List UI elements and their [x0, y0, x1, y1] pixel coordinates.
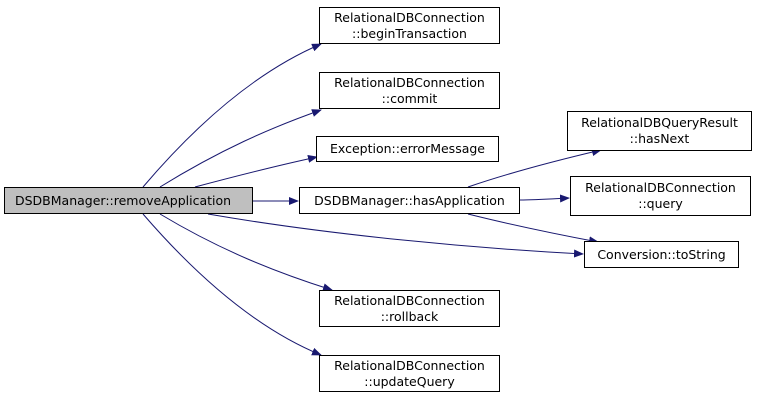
node-label-line: DSDBManager::hasApplication	[314, 192, 505, 208]
edge-hasApplication-to-query	[519, 194, 570, 203]
node-label-line: RelationalDBQueryResult	[581, 115, 738, 130]
edge-root-to-errorMessage	[194, 154, 318, 188]
node-query[interactable]: RelationalDBConnection ::query	[570, 176, 751, 216]
node-label-line: RelationalDBConnection	[585, 180, 736, 195]
node-label-line: RelationalDBConnection	[334, 9, 485, 25]
node-hasnext[interactable]: RelationalDBQueryResult ::hasNext	[567, 111, 752, 151]
node-root-removeapplication[interactable]: DSDBManager::removeApplication	[4, 187, 253, 214]
node-hasapplication[interactable]: DSDBManager::hasApplication	[299, 187, 520, 214]
node-errormessage[interactable]: Exception::errorMessage	[316, 136, 499, 162]
edge-hasApplication-to-hasNext	[467, 148, 602, 188]
node-commit[interactable]: RelationalDBConnection ::commit	[319, 72, 500, 109]
node-label-line: Exception::errorMessage	[330, 141, 485, 156]
node-label-line: Conversion::toString	[597, 246, 726, 262]
node-label: DSDBManager::removeApplication	[15, 192, 232, 208]
edge-root-to-beginTransaction	[142, 43, 322, 188]
node-tostring[interactable]: Conversion::toString	[584, 241, 739, 268]
node-label-line: ::hasNext	[629, 131, 690, 146]
node-begintransaction[interactable]: RelationalDBConnection ::beginTransactio…	[319, 7, 500, 44]
node-label-line: RelationalDBConnection	[334, 357, 485, 373]
node-label-line: ::beginTransaction	[352, 25, 467, 41]
edge-root-to-updateQuery	[142, 213, 322, 356]
node-label-line: RelationalDBConnection	[334, 74, 485, 90]
node-label-line: ::commit	[381, 90, 438, 106]
edge-root-to-rollback	[159, 213, 333, 292]
node-label-line: RelationalDBConnection	[334, 292, 485, 308]
node-updatequery[interactable]: RelationalDBConnection ::updateQuery	[319, 355, 500, 392]
edge-hasApplication-to-toString	[467, 213, 599, 245]
node-label-line: ::query	[638, 196, 683, 211]
edge-root-to-commit	[159, 109, 322, 188]
node-label-line: ::rollback	[380, 308, 439, 324]
node-rollback[interactable]: RelationalDBConnection ::rollback	[319, 290, 500, 327]
node-label-line: ::updateQuery	[364, 373, 455, 389]
edge-root-to-toString	[207, 213, 584, 258]
